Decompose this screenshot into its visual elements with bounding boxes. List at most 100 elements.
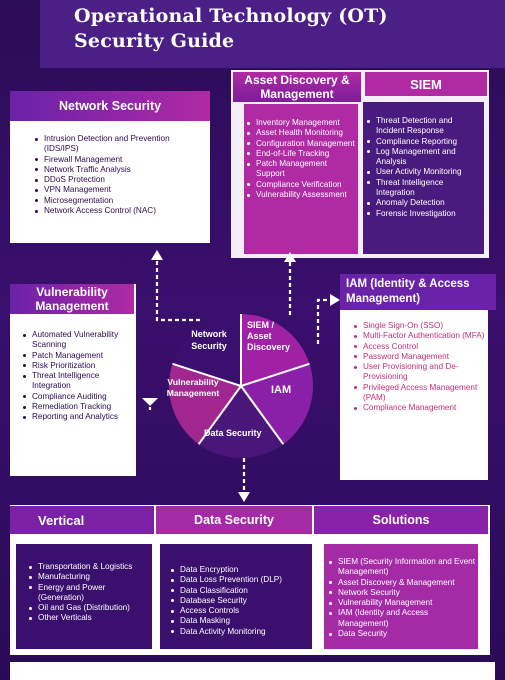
list-item: Asset Discovery & Management bbox=[328, 578, 476, 588]
pie-slice-iam bbox=[241, 363, 313, 445]
list-item: Network Traffic Analysis bbox=[34, 165, 204, 175]
data-security-header: Data Security bbox=[156, 506, 312, 534]
list-item: Configuration Management bbox=[246, 139, 356, 149]
list-item: Other Verticals bbox=[28, 613, 150, 623]
pie-slice-vulnerability bbox=[169, 363, 241, 445]
list-item: Network Security bbox=[328, 588, 476, 598]
list-item: Vulnerability Assessment bbox=[246, 190, 356, 200]
arrowhead-bottom bbox=[238, 492, 250, 502]
list-item: Compliance Management bbox=[353, 403, 485, 413]
list-item: Automated Vulnerability Scanning bbox=[22, 330, 132, 351]
list-item: Compliance Auditing bbox=[22, 392, 132, 402]
data-security-body bbox=[160, 544, 312, 649]
list-item: Microsegmentation bbox=[34, 196, 204, 206]
list-item: Firewall Management bbox=[34, 155, 204, 165]
list-item: Threat Intelligence Integration bbox=[22, 371, 132, 392]
pie-slice-siem-asset bbox=[241, 314, 310, 386]
list-item: Data Classification bbox=[170, 586, 310, 596]
iam-header: IAM (Identity & Access Management) bbox=[340, 274, 496, 310]
iam-list: Single Sign-On (SSO)Multi-Factor Authent… bbox=[353, 321, 485, 414]
title-band bbox=[40, 0, 505, 68]
pie-label-siem-asset: SIEM / Asset Discovery bbox=[247, 320, 291, 352]
title-line-1: Operational Technology (OT) bbox=[74, 5, 388, 27]
list-item: Intrusion Detection and Prevention (IDS/… bbox=[34, 134, 204, 155]
vertical-title: Vertical bbox=[38, 512, 85, 528]
solutions-title: Solutions bbox=[372, 513, 430, 527]
vulnerability-panel bbox=[10, 284, 136, 476]
asset-discovery-title: Asset Discovery & Management bbox=[244, 73, 350, 101]
list-item: Data Activity Monitoring bbox=[170, 627, 310, 637]
list-item: Anomaly Detection bbox=[366, 198, 482, 208]
pie-label-iam: IAM bbox=[271, 384, 292, 396]
page-title: Operational Technology (OT) Security Gui… bbox=[74, 4, 494, 54]
list-item: Data Security bbox=[328, 629, 476, 639]
list-item: Privileged Access Management (PAM) bbox=[353, 383, 485, 404]
pie-diagram bbox=[169, 314, 313, 458]
list-item: Threat Intelligence Integration bbox=[366, 178, 482, 199]
list-item: Oil and Gas (Distribution) bbox=[28, 603, 150, 613]
list-item: Single Sign-On (SSO) bbox=[353, 321, 485, 331]
solutions-header: Solutions bbox=[314, 506, 488, 534]
list-item: Vulnerability Management bbox=[328, 598, 476, 608]
solutions-body bbox=[324, 544, 478, 649]
list-item: Access Control bbox=[353, 342, 485, 352]
list-item: DDoS Protection bbox=[34, 175, 204, 185]
list-item: Threat Detection and Incident Response bbox=[366, 116, 482, 137]
arrowhead-iam bbox=[330, 294, 340, 306]
list-item: Patch Management Support bbox=[246, 159, 356, 180]
solutions-list: SIEM (Security Information and Event Man… bbox=[328, 557, 476, 639]
list-item: Manufacturing bbox=[28, 572, 150, 582]
network-security-list: Intrusion Detection and Prevention (IDS/… bbox=[34, 134, 204, 216]
siem-body bbox=[363, 102, 484, 254]
pie-label-vulnerability: Vulnerability Management bbox=[166, 377, 220, 398]
list-item: SIEM (Security Information and Event Man… bbox=[328, 557, 476, 578]
asset-discovery-body bbox=[244, 104, 358, 254]
list-item: Compliance Verification bbox=[246, 180, 356, 190]
list-item: IAM (Identity and Access Management) bbox=[328, 608, 476, 629]
list-item: Remediation Tracking bbox=[22, 402, 132, 412]
pie-slice-network-security bbox=[172, 314, 241, 386]
list-item: Access Controls bbox=[170, 606, 310, 616]
list-item: VPN Management bbox=[34, 185, 204, 195]
siem-title: SIEM bbox=[410, 76, 442, 92]
list-item: Patch Management bbox=[22, 351, 132, 361]
pie-label-data-security: Data Security bbox=[204, 428, 262, 438]
bottom-strip bbox=[10, 662, 495, 680]
asset-discovery-header: Asset Discovery & Management bbox=[233, 72, 361, 102]
list-item: Reporting and Analytics bbox=[22, 412, 132, 422]
list-item: Data Masking bbox=[170, 616, 310, 626]
iam-title: IAM (Identity & Access Management) bbox=[346, 278, 470, 305]
network-security-title: Network Security bbox=[58, 99, 162, 113]
arrowhead-network bbox=[151, 250, 163, 260]
vertical-header: Vertical bbox=[10, 506, 154, 534]
data-security-title: Data Security bbox=[194, 513, 274, 527]
arrowhead-vuln bbox=[142, 398, 158, 406]
list-item: Database Security bbox=[170, 596, 310, 606]
list-item: User Activity Monitoring bbox=[366, 167, 482, 177]
pie-label-network-security: Network Security bbox=[191, 329, 227, 351]
list-item: Energy and Power (Generation) bbox=[28, 583, 150, 604]
list-item: Forensic Investigation bbox=[366, 209, 482, 219]
list-item: Compliance Reporting bbox=[366, 137, 482, 147]
pie-slice-data-security bbox=[198, 386, 284, 458]
list-item: Password Management bbox=[353, 352, 485, 362]
list-item: Log Management and Analysis bbox=[366, 147, 482, 168]
arrow-to-network-security bbox=[155, 258, 200, 322]
list-item: Risk Prioritization bbox=[22, 361, 132, 371]
vertical-body bbox=[16, 544, 152, 649]
siem-header: SIEM bbox=[365, 72, 487, 96]
list-item: Data Encryption bbox=[170, 565, 310, 575]
list-item: Data Loss Prevention (DLP) bbox=[170, 575, 310, 585]
title-line-2: Security Guide bbox=[74, 30, 235, 52]
vulnerability-header: Vulnerability Management bbox=[10, 284, 134, 314]
list-item: User Provisioning and De-Provisioning bbox=[353, 362, 485, 383]
list-item: End-of-Life Tracking bbox=[246, 149, 356, 159]
list-item: Network Access Control (NAC) bbox=[34, 206, 204, 216]
list-item: Multi-Factor Authentication (MFA) bbox=[353, 331, 485, 341]
